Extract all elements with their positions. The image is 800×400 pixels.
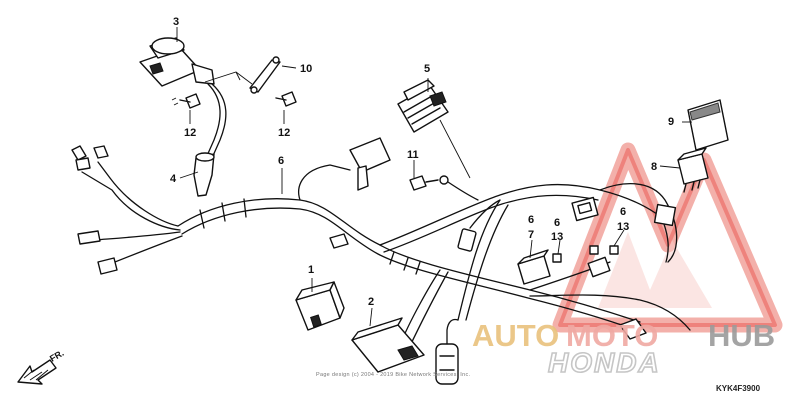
watermark-brand: HONDA xyxy=(548,347,661,378)
part-13-clip-left xyxy=(552,253,562,263)
callout-12-right: 12 xyxy=(278,127,290,139)
harness-connector-upper xyxy=(571,196,599,222)
front-direction-label: FR. xyxy=(48,348,66,364)
harness-plug-cap xyxy=(349,137,391,191)
callout-13-right: 13 xyxy=(617,221,629,233)
harness-lower-plug xyxy=(435,318,459,385)
callout-1: 1 xyxy=(308,264,314,276)
callout-leaders xyxy=(176,27,692,327)
main-wire-harness xyxy=(71,145,691,351)
diagram-code: KYK4F3900 xyxy=(716,384,761,393)
watermark-auto: AUTO xyxy=(472,318,559,353)
callout-13-left: 13 xyxy=(551,231,563,243)
callout-11: 11 xyxy=(407,149,419,161)
part-12-bolt-left xyxy=(171,93,201,109)
watermark-text: AUTO MOTO HUB HONDA xyxy=(472,318,775,379)
callout-10: 10 xyxy=(300,63,312,75)
callout-6-lower-left: 6 xyxy=(528,214,534,226)
part-3-ignition-coil xyxy=(139,37,227,159)
callout-8: 8 xyxy=(651,161,657,173)
part-8-relay xyxy=(677,147,709,193)
harness-connector-right xyxy=(653,203,677,263)
callout-6-lower-mid: 6 xyxy=(554,217,560,229)
callout-12-left: 12 xyxy=(184,127,196,139)
watermark-logo xyxy=(552,142,783,333)
part-7-connector-cover xyxy=(517,249,551,285)
harness-center-connector xyxy=(457,199,501,252)
part-10-bracket xyxy=(249,56,281,94)
part-12-bolt-right xyxy=(275,91,297,107)
callout-9: 9 xyxy=(668,116,674,128)
callout-numbers: 3 12 4 10 12 6 1 2 5 11 6 7 6 13 6 13 8 … xyxy=(170,16,674,308)
part-9-cover xyxy=(687,99,729,151)
watermark-moto: MOTO xyxy=(566,318,658,353)
harness-connector-middle xyxy=(587,256,611,278)
part-1-relay xyxy=(295,281,345,331)
watermark-hub: HUB xyxy=(708,318,775,353)
part-2-control-unit xyxy=(351,317,425,373)
part-5-regulator xyxy=(397,79,449,133)
callout-5: 5 xyxy=(424,63,430,75)
callout-2: 2 xyxy=(368,296,374,308)
callout-6-main: 6 xyxy=(278,155,284,167)
callout-3: 3 xyxy=(173,16,179,28)
part-13-clip-right xyxy=(589,245,619,255)
callout-7: 7 xyxy=(528,229,534,241)
front-direction-arrow: FR. xyxy=(17,348,66,385)
part-4-spark-plug-cap xyxy=(193,152,215,197)
callout-6-lower-right: 6 xyxy=(620,206,626,218)
callout-4: 4 xyxy=(170,173,177,185)
copyright-notice: Page design (c) 2004 - 2019 Bike Network… xyxy=(316,372,471,378)
part-11-bolt xyxy=(409,175,479,201)
